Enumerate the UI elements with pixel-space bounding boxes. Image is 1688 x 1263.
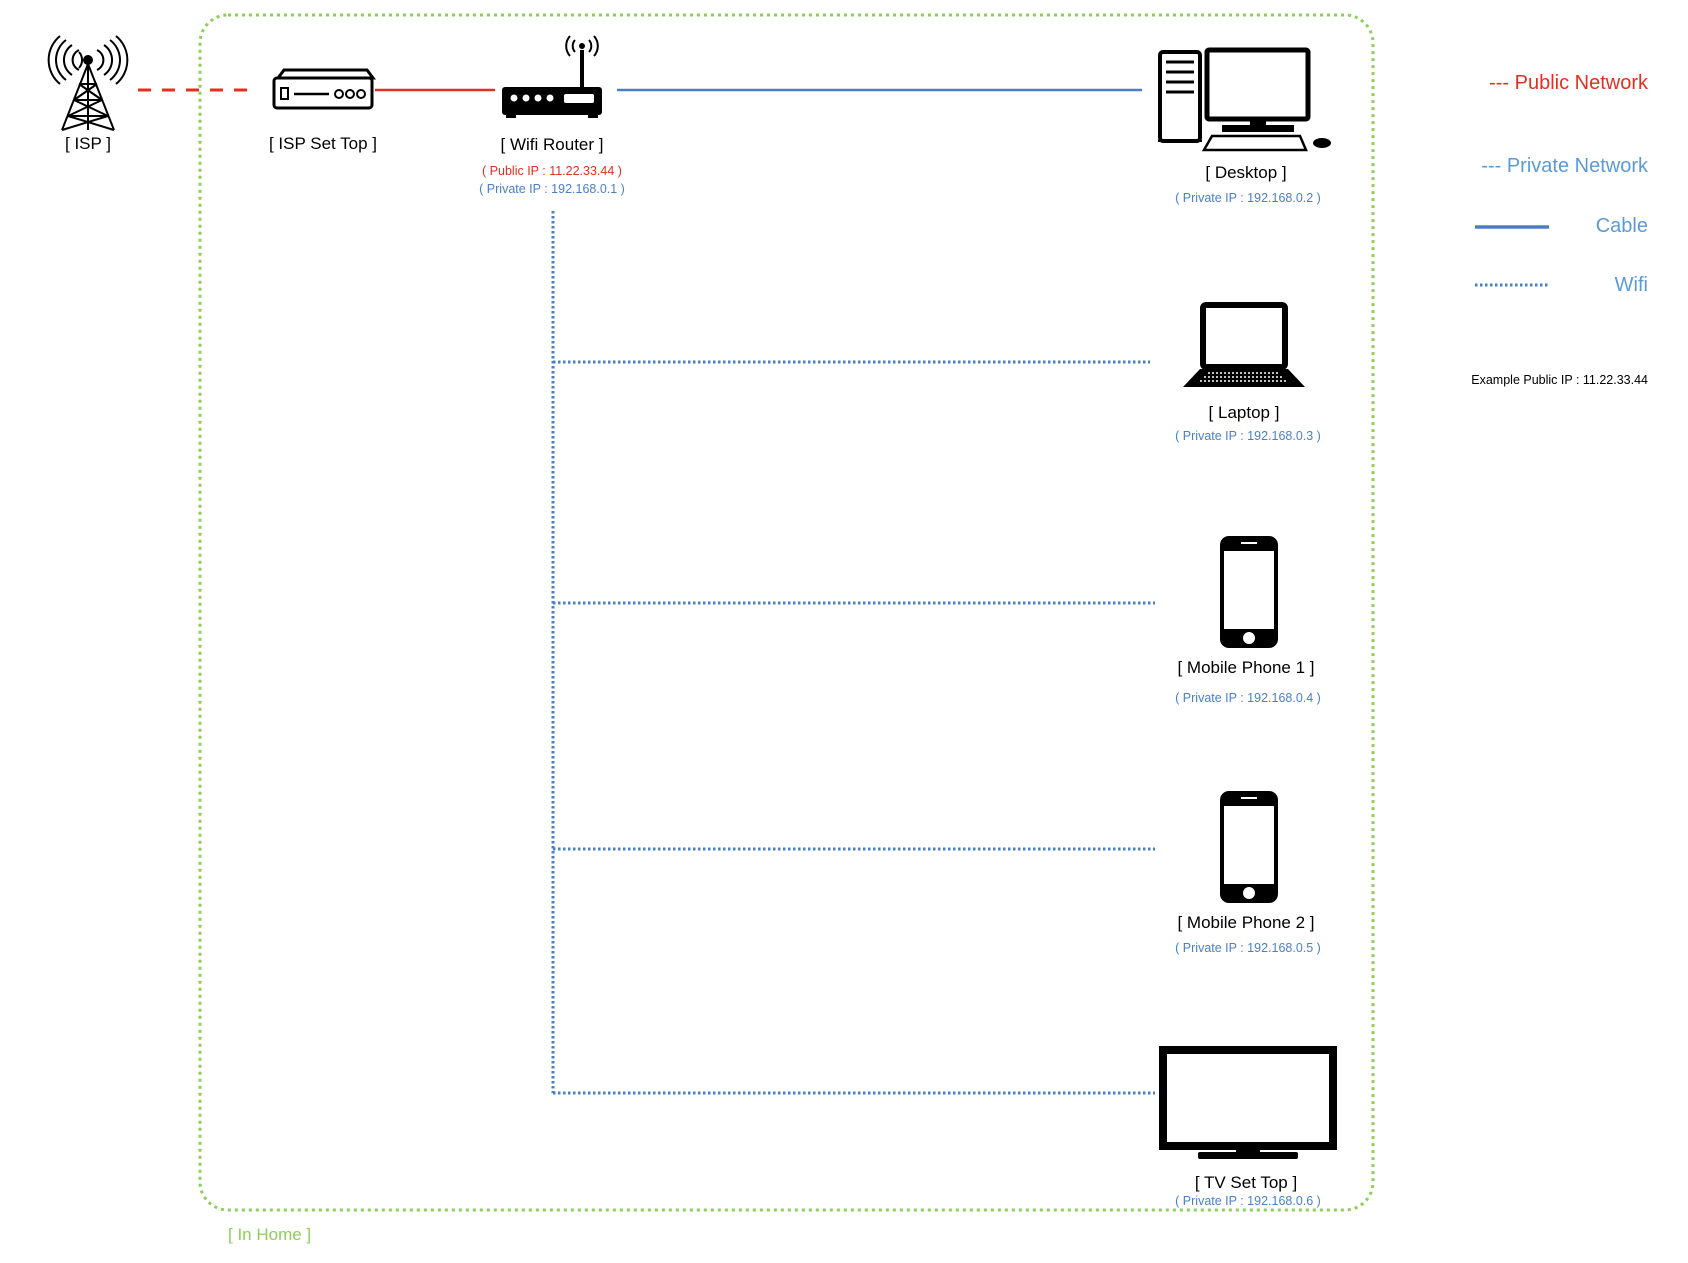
phone1-private-ip: ( Private IP : 192.168.0.4 ) xyxy=(1175,691,1321,705)
example-public-ip: Example Public IP : 11.22.33.44 xyxy=(1471,373,1648,387)
home-boundary xyxy=(198,13,1375,1212)
isp-settop-label: [ ISP Set Top ] xyxy=(268,134,378,153)
legend-samples xyxy=(1475,225,1549,287)
desktop-label: [ Desktop ] xyxy=(1205,163,1287,182)
router-private-ip: ( Private IP : 192.168.0.1 ) xyxy=(479,182,625,196)
home-boundary-label: [ In Home ] xyxy=(228,1225,312,1244)
isp-label: [ ISP ] xyxy=(65,134,111,153)
legend-wifi-label: Wifi xyxy=(1614,274,1648,296)
laptop-icon xyxy=(1183,302,1305,387)
router-label: [ Wifi Router ] xyxy=(500,135,604,154)
phone2-label: [ Mobile Phone 2 ] xyxy=(1177,913,1315,932)
router-icon xyxy=(502,35,602,118)
smartphone-icon xyxy=(1220,536,1278,648)
phone1-label: [ Mobile Phone 1 ] xyxy=(1177,658,1315,677)
laptop-label: [ Laptop ] xyxy=(1208,403,1280,422)
tv-private-ip: ( Private IP : 192.168.0.6 ) xyxy=(1175,1194,1321,1208)
desktop-private-ip: ( Private IP : 192.168.0.2 ) xyxy=(1175,191,1321,205)
router-public-ip: ( Public IP : 11.22.33.44 ) xyxy=(482,164,622,178)
television-icon xyxy=(1159,1046,1337,1159)
desktop-computer-icon xyxy=(1158,47,1331,152)
legend-private-network: --- Private Network xyxy=(1481,155,1648,177)
laptop-private-ip: ( Private IP : 192.168.0.3 ) xyxy=(1175,429,1321,443)
smartphone-icon xyxy=(1220,791,1278,903)
modem-icon xyxy=(272,68,376,110)
tv-label: [ TV Set Top ] xyxy=(1194,1173,1298,1192)
phone2-private-ip: ( Private IP : 192.168.0.5 ) xyxy=(1175,941,1321,955)
legend-cable-label: Cable xyxy=(1595,215,1648,237)
radio-tower-icon xyxy=(47,35,129,131)
legend-public-network: --- Public Network xyxy=(1489,72,1648,94)
connections xyxy=(138,88,1155,1095)
